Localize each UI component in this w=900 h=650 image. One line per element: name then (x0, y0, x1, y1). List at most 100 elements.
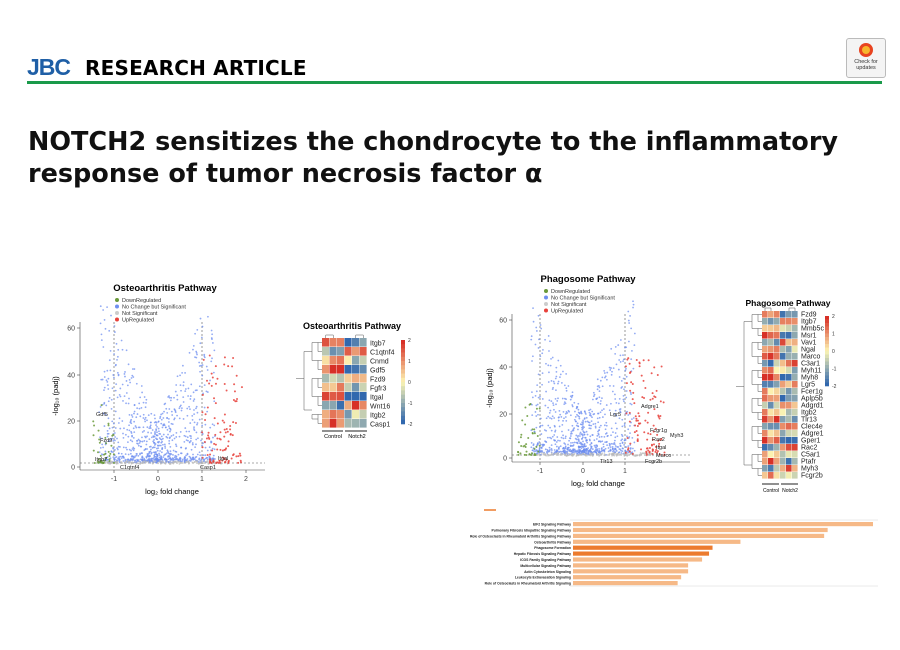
volcano-point (128, 413, 131, 416)
volcano-point (575, 438, 578, 441)
volcano-point (647, 449, 650, 452)
volcano-point (563, 451, 565, 454)
heat2-cell (792, 318, 798, 325)
volcano-point (584, 436, 587, 439)
volcano-point (165, 452, 168, 455)
volcano2-gene-label: Fcgr2b (645, 459, 662, 465)
heat2-cell (786, 311, 792, 318)
volcano-point (528, 453, 531, 456)
volcano-point (195, 431, 198, 434)
volcano-point (114, 458, 116, 461)
heat2-cell (762, 367, 768, 374)
volcano-point (609, 446, 612, 448)
volcano-point (150, 412, 153, 415)
volcano-point (578, 435, 581, 437)
volcano-point (622, 354, 624, 357)
volcano-point (564, 453, 567, 456)
volcano-point (135, 452, 138, 455)
heat1-scale-label: 1 (408, 359, 411, 365)
volcano-point (535, 426, 538, 429)
volcano-point (203, 384, 206, 387)
heat2-scale-step (825, 358, 829, 362)
volcano-point (543, 429, 546, 431)
volcano-point (628, 450, 631, 453)
volcano-point (198, 365, 201, 367)
volcano-point (559, 413, 562, 416)
volcano-point (549, 364, 552, 367)
volcano-point (183, 457, 186, 460)
volcano-point (149, 425, 152, 428)
check-for-updates-badge[interactable]: Check for updates (846, 38, 886, 78)
volcano-point (181, 458, 184, 461)
volcano-point (585, 416, 588, 419)
volcano-point (198, 458, 201, 461)
heat2-cell (792, 388, 798, 395)
heat1-cell (352, 401, 360, 410)
heat2-cell (792, 402, 798, 409)
heat1-gene-label: C1qtnf4 (370, 350, 395, 357)
volcano-point (590, 424, 593, 427)
volcano-point (546, 451, 549, 454)
volcano-point (548, 454, 551, 457)
volcano-point (210, 372, 213, 375)
volcano-point (205, 390, 208, 393)
volcano-point (540, 450, 543, 453)
volcano-point (113, 376, 115, 379)
volcano-point (615, 401, 618, 404)
volcano-point (144, 448, 147, 451)
volcano-point (240, 386, 243, 389)
volcano-point (117, 422, 120, 424)
volcano-point (172, 461, 175, 464)
volcano-point (188, 430, 191, 433)
volcano-point (137, 444, 140, 447)
volcano-point (635, 429, 638, 432)
volcano-point (568, 453, 571, 455)
volcano-point (132, 376, 135, 378)
volcano-point (621, 418, 624, 421)
volcano-point (524, 446, 527, 449)
volcano-point (133, 403, 136, 406)
volcano-point (98, 438, 101, 441)
volcano-point (539, 395, 541, 398)
volcano-point (557, 397, 559, 400)
volcano-point (162, 437, 164, 440)
heat2-cell (780, 430, 786, 437)
volcano-point (168, 463, 171, 465)
volcano-point (108, 454, 111, 457)
volcano2-legend-dot (544, 308, 548, 313)
volcano2-xtick: 1 (623, 468, 627, 475)
volcano-point (584, 454, 587, 457)
heat2-cell (774, 423, 780, 430)
volcano-point (234, 400, 237, 403)
volcano2-xlabel: log₂ fold change (571, 479, 625, 488)
volcano-point (566, 454, 569, 456)
volcano-point (601, 397, 603, 400)
volcano-point (166, 460, 169, 463)
heat2-dendro-branch (757, 384, 762, 392)
volcano-point (190, 383, 193, 386)
volcano-point (634, 454, 637, 456)
volcano-point (118, 393, 121, 396)
volcano-point (107, 422, 110, 425)
volcano-point (132, 446, 135, 449)
heat1-cell (344, 374, 352, 383)
heat1-cell (322, 365, 330, 374)
volcano-point (178, 417, 181, 420)
volcano-point (550, 444, 553, 447)
volcano-point (563, 384, 566, 387)
volcano-point (653, 366, 656, 369)
volcano-point (225, 389, 228, 392)
heat2-cell (774, 409, 780, 416)
volcano-point (195, 443, 197, 446)
volcano-point (183, 434, 186, 437)
heat2-title: Phagosome Pathway (745, 298, 830, 308)
heat1-cell (329, 383, 337, 392)
volcano-point (198, 451, 201, 454)
volcano-point (611, 390, 614, 393)
volcano-point (547, 335, 550, 337)
volcano-point (629, 315, 631, 317)
volcano-point (586, 448, 589, 451)
volcano-point (595, 397, 598, 400)
heat2-cell (768, 325, 774, 332)
